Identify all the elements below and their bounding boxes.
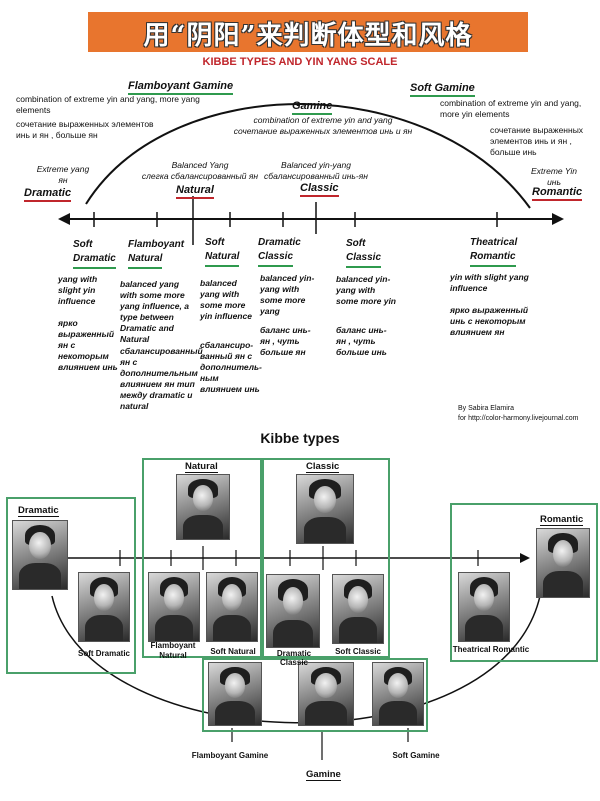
photo-gamine: [298, 662, 354, 726]
caption-soft-dramatic: Soft Dramatic: [77, 649, 130, 658]
label-soft-natural: Soft Natural: [205, 236, 240, 267]
label-classic: Classic: [300, 182, 339, 197]
photo-romantic: [536, 528, 590, 598]
classic-box-title: Classic: [306, 461, 340, 473]
photo-soft-natural: [206, 572, 258, 642]
banner-title: 用“阴阳”来判断体型和风格: [143, 21, 473, 51]
gamine-ru: сочетание выраженных элементов инь и ян: [233, 126, 413, 136]
caption-theatrical-romantic: Theatrical Romantic: [452, 645, 530, 654]
theatrical-romantic-ru: ярко выраженный инь с некоторым влиянием…: [450, 305, 529, 337]
label-romantic: Romantic: [532, 186, 583, 201]
caption-flamboyant-gamine: Flamboyant Gamine: [191, 751, 269, 760]
label-soft-dramatic: Soft Dramatic: [73, 238, 116, 269]
soft-classic-en: balanced yin-yang with some more yin: [336, 274, 396, 306]
flamboyant-natural-en: balanced yang with some more yang influe…: [120, 279, 189, 344]
photo-classic: [296, 474, 354, 544]
soft-dramatic-ru: ярко выраженный ян с некоторым влиянием …: [58, 318, 118, 372]
natural-box: [142, 458, 262, 658]
theatrical-romantic-en: yin with slight yang influence: [450, 272, 529, 293]
axis-arrow-right: [552, 213, 564, 225]
photo-natural: [176, 474, 230, 540]
title-banner: 用“阴阳”来判断体型和风格: [88, 12, 528, 52]
subtitle: KIBBE TYPES AND YIN YANG SCALE: [202, 56, 398, 68]
soft-natural-en: balanced yang with some more yin influen…: [200, 278, 252, 321]
label-natural: Natural: [176, 184, 214, 199]
soft-dramatic-en: yang with slight yin influence: [58, 274, 98, 306]
credit: By Sabira Elamira for http://color-harmo…: [458, 405, 579, 422]
flamboyant-gamine-ru: сочетание выраженных элементов инь и ян …: [16, 119, 154, 140]
natural-box-title: Natural: [185, 461, 218, 473]
caption-dramatic-classic: Dramatic Classic: [276, 649, 312, 667]
photo-theatrical-romantic: [458, 572, 510, 642]
gamine-en: combination of extreme yin and yang: [253, 115, 393, 125]
classic-box: [262, 458, 390, 658]
gamine-title: Gamine: [306, 769, 341, 781]
types-arrow-right: [520, 553, 530, 563]
photo-dramatic-classic: [266, 574, 320, 648]
dramatic-classic-en: balanced yin-yang with some more yang: [260, 273, 315, 316]
label-flamboyant-gamine: Flamboyant Gamine: [128, 80, 234, 95]
dramatic-classic-ru: баланс инь-ян , чуть больше ян: [260, 325, 311, 357]
gamine-u-curve: [51, 595, 541, 724]
label-dramatic-classic: Dramatic Classic: [258, 236, 301, 267]
soft-gamine-ru: сочетание выраженных элементов инь и ян …: [490, 125, 584, 157]
photo-soft-gamine: [372, 662, 424, 726]
label-gamine: Gamine: [292, 100, 333, 115]
label-theatrical-romantic: Theatrical Romantic: [470, 236, 517, 267]
caption-soft-gamine: Soft Gamine: [392, 751, 440, 760]
photo-flamboyant-gamine: [208, 662, 262, 726]
soft-classic-ru: баланс инь-ян , чуть больше инь: [336, 325, 387, 357]
romantic-box-title: Romantic: [540, 514, 584, 526]
flamboyant-natural-ru: сбалансированный ян с дополнительным вли…: [120, 346, 203, 411]
photo-flamboyant-natural: [148, 572, 200, 642]
caption-soft-natural: Soft Natural: [210, 647, 256, 656]
photo-soft-dramatic: [78, 572, 130, 642]
gamine-box: [202, 658, 428, 732]
caption-flamboyant-natural: Flamboyant Natural: [150, 641, 196, 660]
dramatic-box-title: Dramatic: [18, 505, 59, 517]
kibbe-types-title: Kibbe types: [260, 430, 340, 446]
flamboyant-gamine-en: combination of extreme yin and yang, mor…: [16, 94, 200, 115]
caption-soft-classic: Soft Classic: [335, 647, 381, 656]
dramatic-box: [6, 497, 136, 674]
gamine-arc: [85, 103, 531, 209]
soft-gamine-en: combination of extreme yin and yang, mor…: [440, 98, 582, 119]
axis-arrow-left: [58, 213, 70, 225]
photo-soft-classic: [332, 574, 384, 644]
soft-natural-ru: сбалансиро-ванный ян с дополнитель-ным в…: [200, 340, 262, 394]
photo-dramatic: [12, 520, 68, 590]
romantic-box: [450, 503, 598, 662]
label-flamboyant-natural: Flamboyant Natural: [128, 238, 184, 269]
label-dramatic: Dramatic: [24, 187, 72, 202]
label-soft-gamine: Soft Gamine: [410, 82, 475, 97]
label-soft-classic: Soft Classic: [346, 237, 382, 268]
